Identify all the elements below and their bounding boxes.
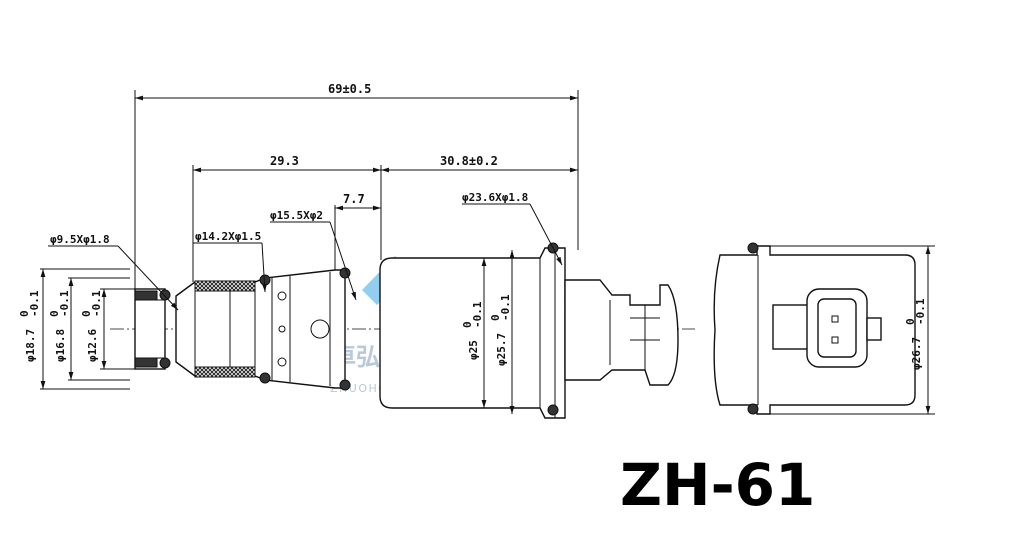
svg-text:0: 0 [18,310,31,317]
svg-text:0: 0 [489,314,502,321]
dimension-lines [40,90,935,415]
coil-housing [379,242,566,419]
svg-text:φ18.7: φ18.7 [24,329,37,362]
dim-oring-2: φ14.2Xφ1.5 [195,230,261,243]
svg-text:0: 0 [80,310,93,317]
dim-d26-7: φ26.7 0 -0.1 [904,298,927,370]
dim-d16-8: φ16.8 0 -0.1 [48,290,71,362]
svg-text:-0.1: -0.1 [28,290,41,317]
svg-text:0: 0 [461,321,474,328]
dim-d25-7: φ25.7 0 -0.1 [489,294,512,366]
dim-overall-length: 69±0.5 [328,82,371,96]
dim-d18-7: φ18.7 0 -0.1 [18,290,41,362]
dim-d25: φ25 0 -0.1 [461,301,484,360]
dim-body-length: 29.3 [270,154,299,168]
dim-oring-4: φ23.6Xφ1.8 [462,191,528,204]
svg-text:-0.1: -0.1 [471,301,484,328]
dim-oring-3: φ15.5Xφ2 [270,209,323,222]
svg-text:φ25: φ25 [467,340,480,360]
svg-text:-0.1: -0.1 [90,290,103,317]
svg-text:0: 0 [48,310,61,317]
valve-body [175,267,351,391]
dim-oring-1: φ9.5Xφ1.8 [50,233,110,246]
svg-text:φ16.8: φ16.8 [54,329,67,362]
model-title: ZH-61 [620,451,815,519]
svg-text:-0.1: -0.1 [499,294,512,321]
connector-side [564,279,679,386]
svg-text:φ26.7: φ26.7 [910,337,923,370]
end-view [713,242,916,415]
svg-text:0: 0 [904,318,917,325]
svg-text:-0.1: -0.1 [58,290,71,317]
svg-text:-0.1: -0.1 [914,298,927,325]
dim-coil-length: 30.8±0.2 [440,154,498,168]
svg-text:φ25.7: φ25.7 [495,333,508,366]
svg-text:φ12.6: φ12.6 [86,329,99,362]
dim-short-length: 7.7 [343,192,365,206]
inlet-tube [134,288,171,370]
dim-d12-6: φ12.6 0 -0.1 [80,290,103,362]
